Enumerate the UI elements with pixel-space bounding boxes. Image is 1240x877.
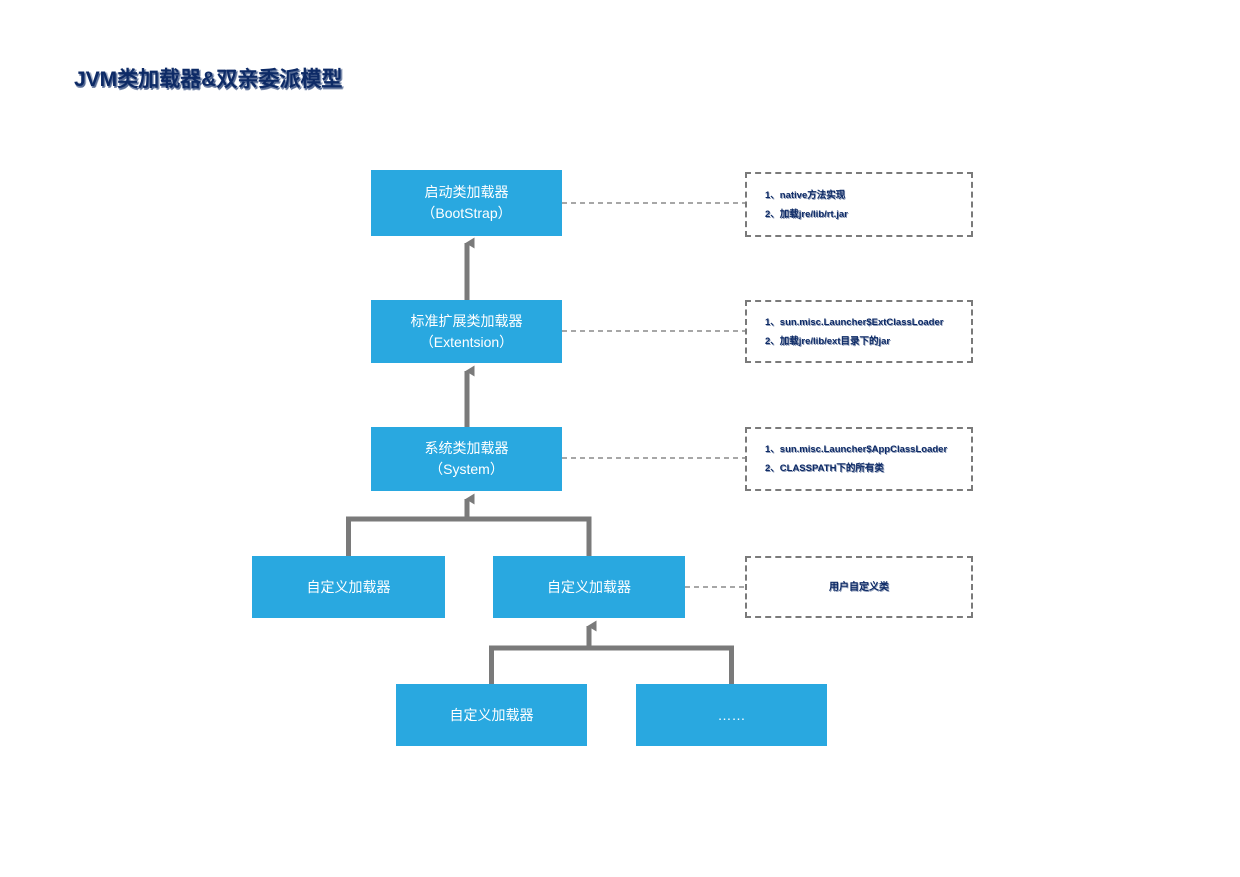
note-line: 1、sun.misc.Launcher$ExtClassLoader [765,316,944,328]
node-label-zh: 自定义加载器 [306,578,391,595]
edge-custom-right-riser [467,516,592,556]
node-label-en: （BootStrap） [421,205,512,221]
node-custom-classloader-right[interactable]: 自定义加载器 [493,556,685,618]
node-label-zh: 自定义加载器 [449,706,534,723]
note-system: 1、sun.misc.Launcher$AppClassLoader 2、CLA… [745,427,973,491]
node-custom-classloader-left[interactable]: 自定义加载器 [252,556,445,618]
node-label-zh: 标准扩展类加载器 [410,312,523,329]
note-line: 2、CLASSPATH下的所有类 [765,463,884,474]
node-label-zh: 自定义加载器 [547,578,631,595]
node-label-zh: 系统类加载器 [424,440,509,456]
note-bootstrap: 1、native方法实现 2、加载jre/lib/rt.jar [745,172,973,237]
note-line: 用户自定义类 [829,581,889,593]
node-extension-classloader[interactable]: 标准扩展类加载器 （Extentsion） [371,300,562,363]
note-line: 2、加载jre/lib/ext目录下的jar [765,335,891,347]
edge-bottom-left-riser [489,645,589,684]
node-label-en: （Extentsion） [419,333,514,350]
node-label-zh: 启动类加载器 [424,184,509,200]
node-label-en: （System） [429,461,504,477]
node-bootstrap-classloader[interactable]: 启动类加载器 （BootStrap） [371,170,562,236]
edge-custom-left-riser [346,516,467,556]
note-line: 1、sun.misc.Launcher$AppClassLoader [765,444,948,455]
node-custom-classloader-bottom-left[interactable]: 自定义加载器 [396,684,587,746]
node-custom-classloader-ellipsis[interactable]: …… [636,684,827,746]
edge-bottom-right-riser [589,645,734,684]
note-custom: 用户自定义类 [745,556,973,618]
note-line: 1、native方法实现 [765,189,846,201]
node-label-ellipsis: …… [717,706,746,723]
node-system-classloader[interactable]: 系统类加载器 （System） [371,427,562,491]
page-title: JVM类加载器&双亲委派模型 [74,68,343,91]
note-extension: 1、sun.misc.Launcher$ExtClassLoader 2、加载j… [745,300,973,363]
note-line: 2、加载jre/lib/rt.jar [765,208,848,220]
